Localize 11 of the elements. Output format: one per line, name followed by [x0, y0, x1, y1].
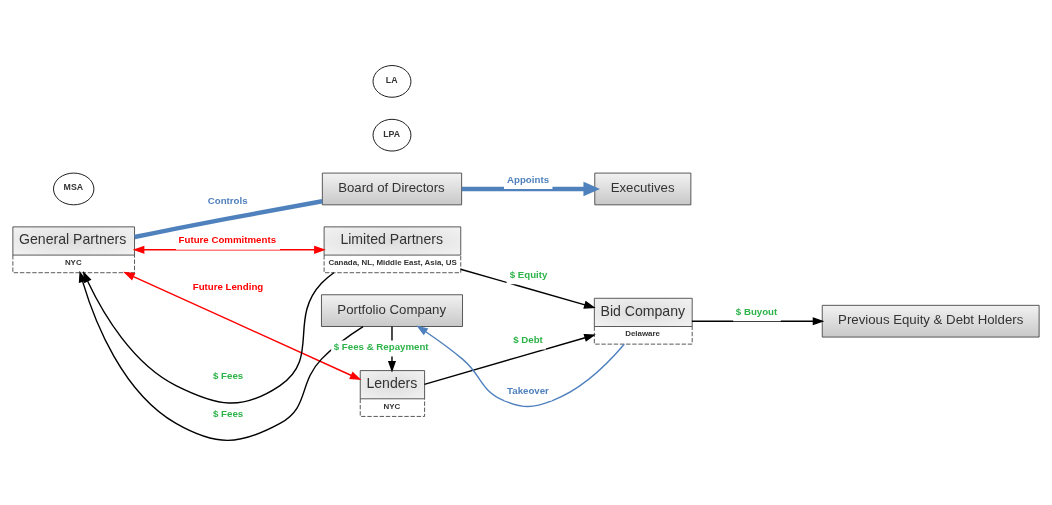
edge-label: $ Fees: [213, 369, 244, 381]
edge-label: $ Equity: [509, 268, 548, 280]
edge-label: Future Lending: [192, 280, 264, 292]
edge-label: Controls: [207, 194, 248, 206]
edge-label: $ Fees: [213, 407, 244, 419]
edge-label: $ Buyout: [735, 305, 778, 317]
edge-label: Appoints: [507, 173, 550, 185]
edge-label: Takeover: [507, 384, 549, 396]
edge-label: $ Fees & Repayment: [333, 340, 429, 352]
edge-label: Future Commitments: [178, 233, 277, 245]
edge-label: $ Debt: [513, 333, 543, 345]
